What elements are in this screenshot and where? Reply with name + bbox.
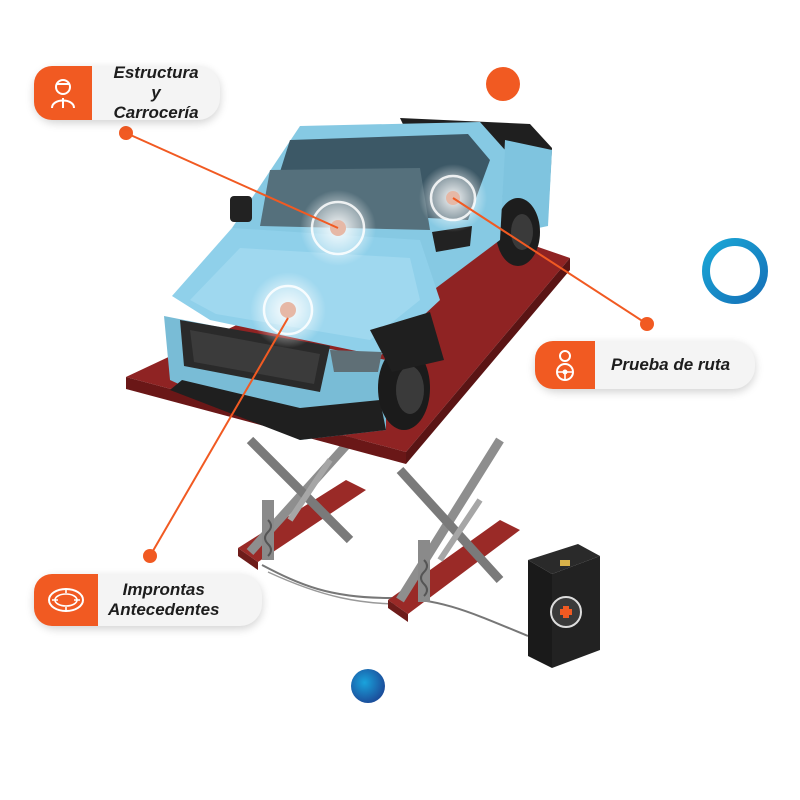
driver-wheel-icon [535,341,595,389]
connector-estructura [125,132,339,229]
blue-ring [702,238,768,304]
callout-label: Prueba de ruta [611,355,731,374]
connector-prueba [452,197,648,325]
blue-dot [351,669,385,703]
mechanic-icon [34,66,93,120]
pickup-truck [164,118,552,440]
scissor-lift-right [388,437,520,622]
callout-label: Improntas Antecedentes [108,580,220,619]
callout-improntas-antecedentes[interactable]: Improntas Antecedentes [34,574,262,626]
connector-improntas [149,317,289,557]
hydraulic-hose [261,564,529,637]
inspection-marker-hood [250,272,326,348]
callout-estructura-carroceria[interactable]: Estructura y Carrocería [34,63,220,122]
scissor-lift-left [238,426,366,570]
orange-dot [486,67,520,101]
callout-label: Estructura y Carrocería [113,63,199,122]
engine-stamp-icon [34,574,98,626]
callout-prueba-de-ruta[interactable]: Prueba de ruta [535,341,755,389]
control-unit [528,544,600,668]
